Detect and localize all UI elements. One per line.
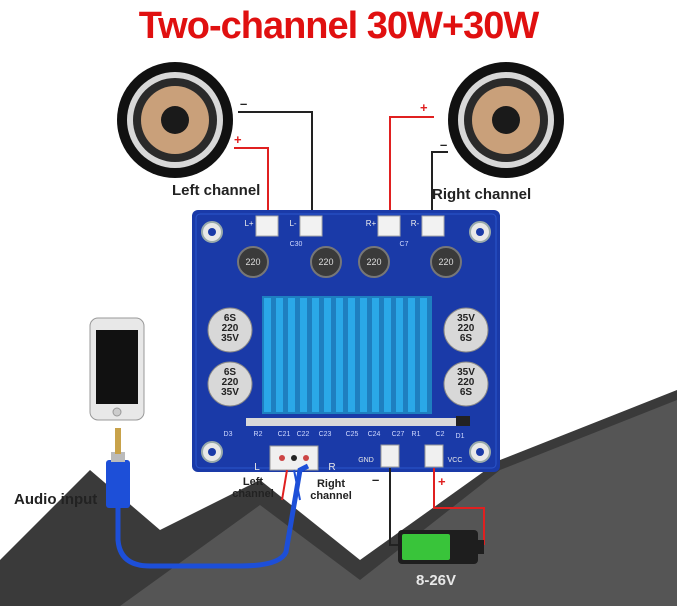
voltage-label: 8-26V: [416, 572, 457, 589]
gnd-wire: [389, 468, 398, 546]
audio-cable: [115, 463, 310, 569]
board-in-right-label: R: [328, 462, 335, 473]
right-minus-sign: –: [440, 137, 447, 152]
silk-label: R1: [412, 431, 421, 438]
pin-label: L+: [244, 219, 253, 228]
capacitor-label: 35V: [457, 367, 475, 378]
vcc-wire: [433, 468, 485, 545]
left-channel-label: Left channel: [172, 182, 261, 199]
capacitor-label: 220: [222, 323, 239, 334]
heatsink-fin: [312, 298, 319, 412]
silk-label: D1: [456, 433, 465, 440]
silk-label: C30: [290, 241, 303, 248]
phone-icon: [89, 317, 145, 421]
capacitor-label: 6S: [460, 387, 473, 398]
vcc-terminal: [424, 444, 444, 468]
capacitor-label: 6S: [224, 367, 237, 378]
left-minus-wire: [238, 111, 313, 222]
left-minus-sign: –: [240, 96, 247, 111]
heatsink-fin: [288, 298, 295, 412]
title: Two-channel 30W+30W: [138, 5, 539, 47]
silk-label: C22: [297, 431, 310, 438]
inductor-icon: 220: [430, 246, 462, 278]
inductors: 220 220 220 220: [237, 246, 462, 278]
input-left-label: Left channel: [232, 476, 274, 500]
gnd-label: GND: [358, 457, 374, 464]
pin-label: L-: [289, 219, 296, 228]
heatsink-fin: [336, 298, 343, 412]
vcc-plus-sign: +: [438, 474, 446, 489]
heatsink-fin: [396, 298, 403, 412]
pin-label: R+: [366, 219, 377, 228]
silk-label: C25: [346, 431, 359, 438]
inductor-icon: 220: [358, 246, 390, 278]
capacitor-label: 220: [222, 377, 239, 388]
heatsink-fin: [360, 298, 367, 412]
silk-label: C2: [436, 431, 445, 438]
heatsink-fin: [324, 298, 331, 412]
silk-label: R2: [254, 431, 263, 438]
right-plus-wire: [389, 116, 434, 222]
heatsink-fin: [384, 298, 391, 412]
silk-label: C21: [278, 431, 291, 438]
right-speaker-icon: [448, 62, 564, 178]
silk-label: C24: [368, 431, 381, 438]
inductor-label: 220: [318, 257, 333, 267]
heatsink: [262, 296, 432, 414]
inductor-label: 220: [245, 257, 260, 267]
capacitor-label: 35V: [221, 333, 239, 344]
right-plus-sign: +: [420, 100, 428, 115]
left-plus-wire: [234, 147, 269, 222]
silk-label: D3: [224, 431, 233, 438]
heatsink-fin: [300, 298, 307, 412]
vcc-label: VCC: [448, 457, 463, 464]
capacitor-label: 220: [458, 323, 475, 334]
battery-icon: [398, 530, 484, 564]
gnd-minus-sign: –: [372, 472, 379, 487]
heatsink-fin: [348, 298, 355, 412]
left-plus-sign: +: [234, 132, 242, 147]
capacitor-label: 220: [458, 377, 475, 388]
output-terminal-icon: [255, 215, 445, 237]
capacitor-label: 6S: [224, 313, 237, 324]
heatsink-fin: [408, 298, 415, 412]
silk-label: C7: [400, 241, 409, 248]
pin-label: R-: [411, 219, 420, 228]
background-shape: [120, 400, 677, 606]
inductor-label: 220: [438, 257, 453, 267]
right-channel-label: Right channel: [432, 186, 532, 203]
heatsink-fin: [276, 298, 283, 412]
gnd-terminal: [380, 444, 400, 468]
silk-label: C27: [392, 431, 405, 438]
left-speaker-icon: [117, 62, 233, 178]
heatsink-fin: [264, 298, 271, 412]
inductor-label: 220: [366, 257, 381, 267]
capacitor-label: 35V: [457, 313, 475, 324]
right-minus-wire: [431, 151, 448, 222]
silkscreen: L+ L- R+ R- D3 R2 C21 C22 C23 C25 C24 C27 R1 C2 D1 C30 C…: [224, 219, 465, 473]
heatsink-fin: [420, 298, 427, 412]
audio-input-label: Audio input: [14, 491, 98, 508]
silk-label: C23: [319, 431, 332, 438]
heatsink-fin: [372, 298, 379, 412]
capacitor-label: 6S: [460, 333, 473, 344]
audio-jack-icon: [106, 428, 130, 508]
inductor-icon: 220: [310, 246, 342, 278]
inductor-icon: 220: [237, 246, 269, 278]
input-right-label: Right channel: [310, 478, 352, 502]
board-in-left-label: L: [254, 462, 260, 473]
capacitor-label: 35V: [221, 387, 239, 398]
